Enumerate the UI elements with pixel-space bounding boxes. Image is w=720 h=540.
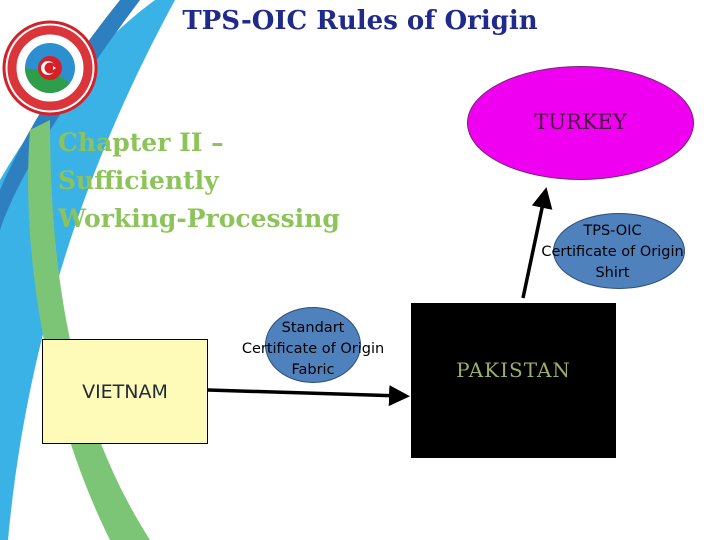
cert-line: TPS-OIC bbox=[583, 223, 642, 239]
green-swoosh bbox=[28, 120, 150, 540]
tps-oic-certificate-ellipse bbox=[553, 213, 685, 289]
vietnam-node: VIETNAM bbox=[42, 339, 208, 444]
pakistan-node: PAKISTAN bbox=[411, 303, 616, 458]
cert-line: Certificate of Origin bbox=[241, 341, 385, 357]
turkey-label: TURKEY bbox=[534, 110, 627, 134]
cert-line: Certificate of Origin bbox=[541, 244, 684, 260]
pakistan-label: PAKISTAN bbox=[456, 357, 571, 382]
tps-oic-certificate-label: TPS-OIC Certificate of Origin Shirt bbox=[520, 221, 705, 284]
chapter-heading: Chapter II – Sufficiently Working-Proces… bbox=[58, 124, 340, 238]
arrow-vietnam-to-pakistan bbox=[207, 385, 410, 407]
chapter-line: Sufficiently bbox=[58, 166, 219, 195]
cert-line: Standart bbox=[281, 320, 345, 336]
arrow-pakistan-to-turkey bbox=[521, 187, 553, 299]
vietnam-label: VIETNAM bbox=[82, 380, 168, 403]
chapter-line: Working-Processing bbox=[58, 204, 340, 233]
turkey-node bbox=[467, 66, 694, 180]
standart-certificate-ellipse bbox=[265, 307, 361, 383]
chapter-line: Chapter II – bbox=[58, 128, 224, 157]
slide-title: TPS-OIC Rules of Origin bbox=[182, 6, 538, 36]
ministry-logo bbox=[2, 20, 98, 116]
standart-certificate-label: Standart Certificate of Origin Fabric bbox=[225, 318, 401, 381]
cert-line: Shirt bbox=[595, 265, 630, 281]
cert-line: Fabric bbox=[291, 362, 335, 378]
